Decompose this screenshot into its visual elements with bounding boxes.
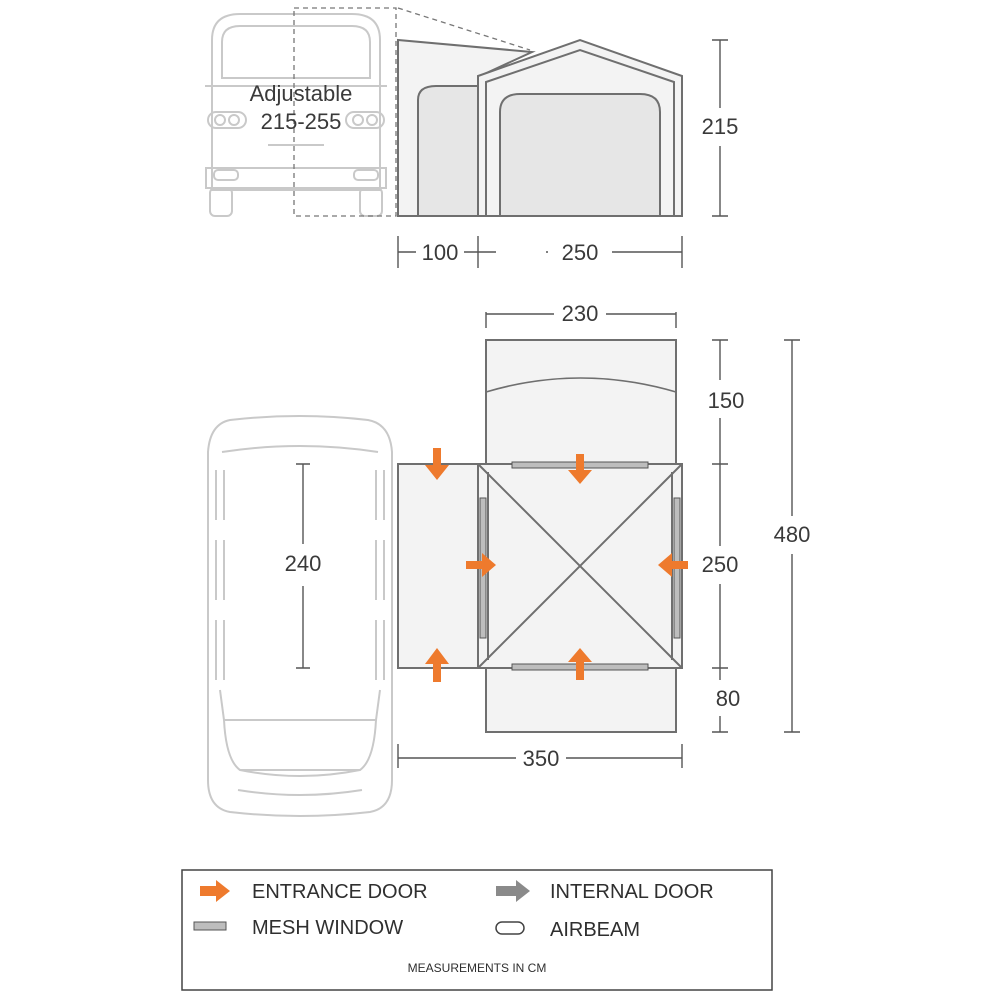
entrance-arrow-right [658,553,688,577]
annex-depth-label: 100 [422,240,459,265]
front-depth-label: 150 [708,388,745,413]
legend-internal-door: INTERNAL DOOR [550,881,714,903]
measurement-note: MEASUREMENTS IN CM [408,961,547,975]
tent-width-dimension [485,312,677,328]
depth-breakdown-dimension [712,339,800,733]
total-width-label: 350 [523,746,560,771]
tent-width-label: 230 [562,301,599,326]
front-canopy [485,339,677,465]
entrance-arrow-annex-top [425,448,449,480]
entrance-arrow-rear [568,648,592,680]
legend-airbeam: AIRBEAM [550,919,640,941]
entrance-door-legend-icon [200,880,230,902]
entrance-arrow-left [466,553,496,577]
middle-depth-label: 250 [702,552,739,577]
rear-depth-label: 80 [716,686,740,711]
adjustable-label: Adjustable [250,81,353,106]
total-width-dimension [397,744,683,768]
height-label: 215 [702,114,739,139]
entrance-arrow-front [568,454,592,484]
adjustable-height-box [293,7,397,217]
height-dimension [712,39,728,217]
van-rear-view [205,13,387,217]
airbeam-legend-icon [495,921,525,935]
entrance-arrow-annex-bottom [425,648,449,682]
internal-door-legend-icon [496,880,530,902]
total-depth-label: 480 [774,522,811,547]
vehicle-length-dimension [296,463,310,669]
mesh-window-legend-icon [193,921,227,931]
vehicle-length-label: 240 [285,551,322,576]
entrance-door-arrows [425,448,688,682]
legend-mesh-window: MESH WINDOW [252,917,403,939]
legend-entrance-door: ENTRANCE DOOR [252,881,428,903]
side-depth-dimension [397,236,683,268]
legend-box [181,869,773,991]
tent-side-view [397,38,683,217]
adjustable-range: 215-255 [261,109,342,134]
tent-depth-label: 250 [562,240,599,265]
vehicle-top-view [207,415,393,817]
